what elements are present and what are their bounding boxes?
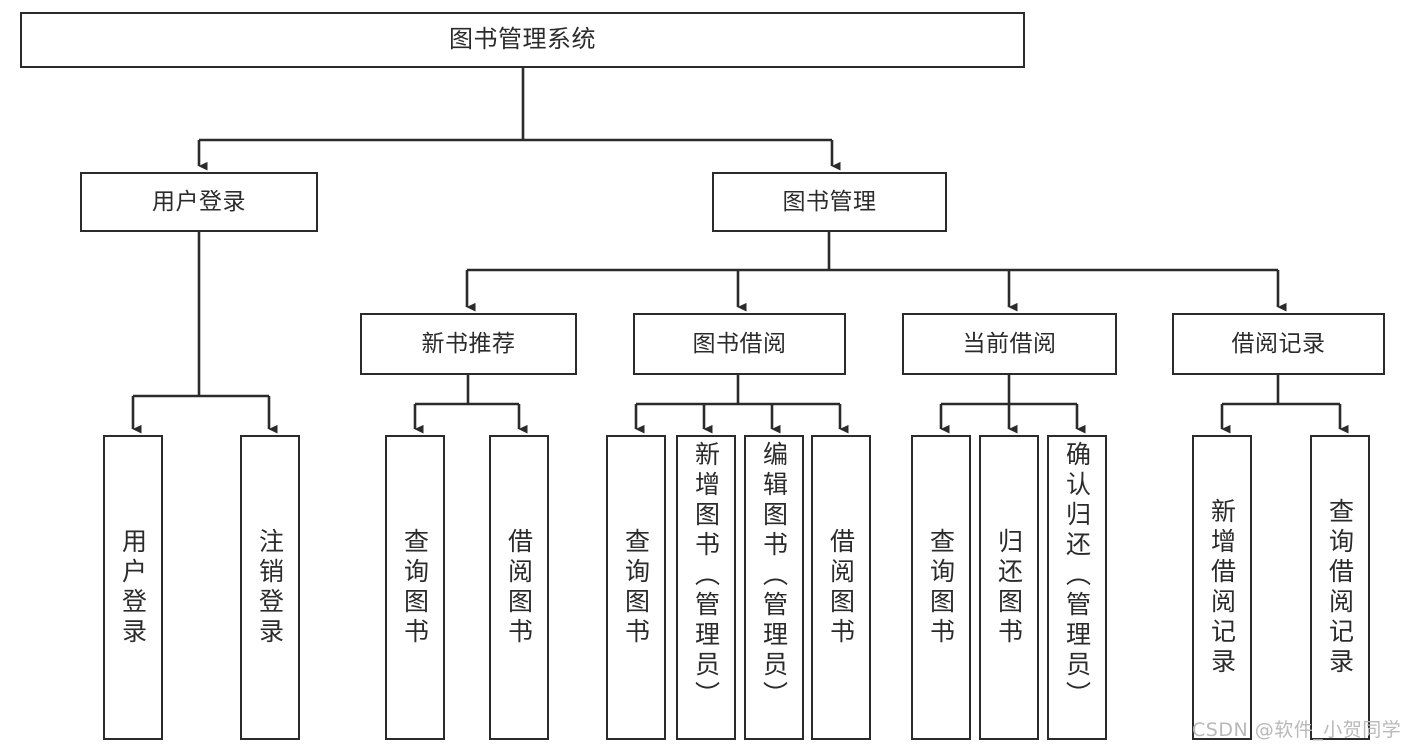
node-label: 用户登录 xyxy=(152,188,246,215)
leaf-add-borrow-record[interactable]: 新增借阅记录 xyxy=(1192,435,1252,740)
node-user-login[interactable]: 用户登录 xyxy=(80,172,318,232)
leaf-user-login[interactable]: 用户登录 xyxy=(103,435,163,740)
node-label: 确认归还（管理员） xyxy=(1062,441,1092,711)
node-label: 当前借阅 xyxy=(962,330,1057,357)
node-label: 借阅图书 xyxy=(826,527,856,648)
leaf-borrow-book-newbook[interactable]: 借阅图书 xyxy=(489,435,549,740)
node-label: 借阅记录 xyxy=(1231,330,1326,357)
node-label: 新增借阅记录 xyxy=(1207,497,1237,678)
leaf-logout[interactable]: 注销登录 xyxy=(240,435,300,740)
node-label: 用户登录 xyxy=(118,527,148,648)
node-label: 图书管理 xyxy=(782,188,877,215)
node-book-management[interactable]: 图书管理 xyxy=(712,172,947,232)
node-label: 查询借阅记录 xyxy=(1325,497,1355,678)
node-label: 新书推荐 xyxy=(421,330,516,357)
leaf-borrow-book-borrow[interactable]: 借阅图书 xyxy=(811,435,871,740)
node-label: 借阅图书 xyxy=(504,527,534,648)
node-label: 查询图书 xyxy=(926,527,956,648)
leaf-add-book-admin[interactable]: 新增图书（管理员） xyxy=(676,435,736,740)
node-label: 归还图书 xyxy=(994,527,1024,648)
node-label: 查询图书 xyxy=(621,527,651,648)
leaf-confirm-return-admin[interactable]: 确认归还（管理员） xyxy=(1047,435,1107,740)
node-label: 注销登录 xyxy=(255,527,285,648)
leaf-return-book[interactable]: 归还图书 xyxy=(979,435,1039,740)
node-root-system[interactable]: 图书管理系统 xyxy=(20,12,1025,68)
node-book-borrow[interactable]: 图书借阅 xyxy=(633,313,846,375)
node-label: 图书借阅 xyxy=(692,330,787,357)
leaf-query-book-newbook[interactable]: 查询图书 xyxy=(385,435,445,740)
node-label: 查询图书 xyxy=(400,527,430,648)
node-label: 新增图书（管理员） xyxy=(691,441,721,711)
node-borrow-records[interactable]: 借阅记录 xyxy=(1172,313,1385,375)
csdn-watermark: CSDN @软件_小贺同学 xyxy=(1192,719,1402,741)
node-label: 图书管理系统 xyxy=(449,25,596,54)
leaf-query-book-borrow[interactable]: 查询图书 xyxy=(606,435,666,740)
leaf-query-borrow-record[interactable]: 查询借阅记录 xyxy=(1310,435,1370,740)
leaf-query-book-current[interactable]: 查询图书 xyxy=(911,435,971,740)
node-current-borrow[interactable]: 当前借阅 xyxy=(902,313,1117,375)
leaf-edit-book-admin[interactable]: 编辑图书（管理员） xyxy=(744,435,804,740)
node-label: 编辑图书（管理员） xyxy=(759,441,789,711)
node-new-book-recommend[interactable]: 新书推荐 xyxy=(360,313,577,375)
